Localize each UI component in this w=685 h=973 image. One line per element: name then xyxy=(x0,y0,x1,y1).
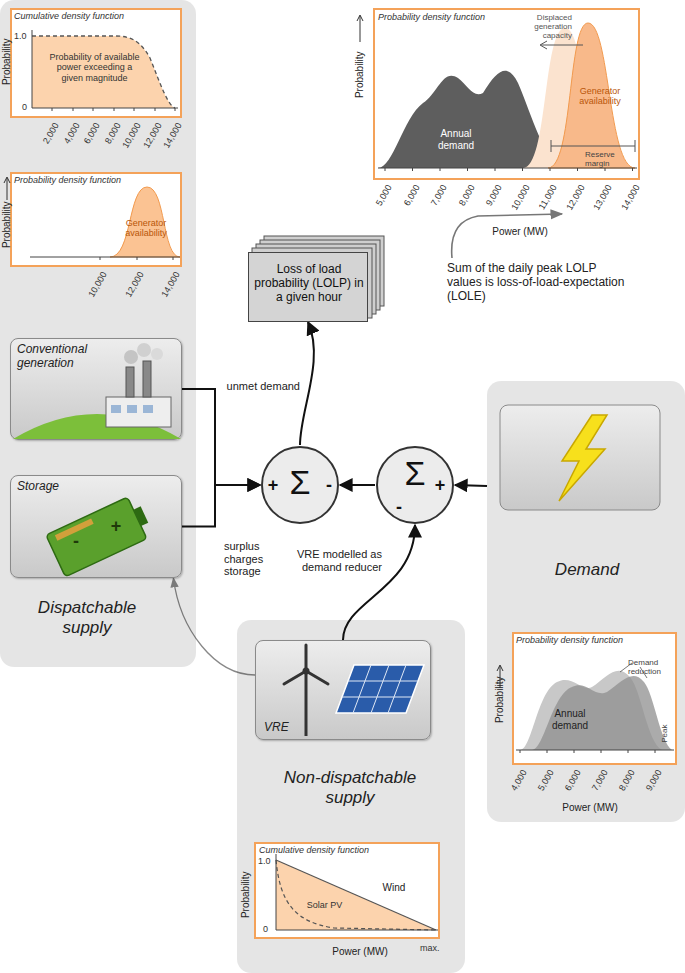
node-text: Σ xyxy=(285,465,315,499)
node-text: 1.0 xyxy=(258,856,274,866)
axis-tick: 12,000 xyxy=(558,183,587,223)
node-text: + xyxy=(433,476,447,494)
node-text: Probability density function xyxy=(14,175,174,185)
group-panel: Non-dispatchable supply VRE Cumulative d… xyxy=(237,620,465,973)
axis-title: Probability xyxy=(354,40,366,110)
node-text: 1.0 xyxy=(14,31,30,41)
node-text: VRE xyxy=(264,721,304,735)
node-text: Generator availability xyxy=(118,218,174,239)
axis-tick: 6,000 xyxy=(554,768,583,808)
axis-tick: 9,000 xyxy=(475,183,504,223)
group-panel: Dispatchable supply Cumulative density f… xyxy=(0,0,196,667)
node-text: 0 xyxy=(263,924,273,934)
node-text: - xyxy=(69,532,83,550)
node-text: Storage xyxy=(17,480,117,494)
axis-tick: 13,000 xyxy=(585,183,614,223)
node-text: Loss of load probability (LOLP) in a giv… xyxy=(253,263,365,304)
result-card: Loss of load probability (LOLP) in a giv… xyxy=(248,252,368,322)
node-text: Σ xyxy=(400,456,430,490)
node-text: + xyxy=(109,517,123,535)
callout-arrow xyxy=(452,214,562,258)
node-text: Wind xyxy=(374,882,414,894)
axis-tick: 14,000 xyxy=(613,183,642,223)
axis-tick: 8,000 xyxy=(448,183,477,223)
chart-frame: Probability density functionDisplaced ge… xyxy=(373,8,640,180)
chart-frame: Probability density functionProbabilityA… xyxy=(512,632,677,765)
edge-label: surplus charges storage xyxy=(222,540,286,578)
component-box: Storage - + xyxy=(10,475,182,578)
axis-tick: 8,000 xyxy=(608,768,637,808)
node-text: Annual demand xyxy=(540,708,600,731)
node-text: Demand reduction xyxy=(628,658,673,676)
node-text: max. xyxy=(420,943,444,953)
node-text: Non-dispatchable supply xyxy=(270,768,430,807)
edge-label: unmet demand xyxy=(222,380,302,393)
node-text: Cumulative density function xyxy=(259,845,429,855)
connector-arrow xyxy=(340,484,375,486)
node-text: Probability of available power exceeding… xyxy=(47,52,142,83)
axis-tick: 11,000 xyxy=(530,183,559,223)
demand-plot xyxy=(512,632,677,765)
axis-title: Probability xyxy=(1,27,13,97)
node-text: Solar PV xyxy=(302,900,347,910)
node-text: Cumulative density function xyxy=(14,11,174,21)
connector-arrow xyxy=(300,322,314,445)
node-text: 0 xyxy=(22,102,32,112)
axis-title: Probability xyxy=(494,670,506,730)
connector-arrow xyxy=(455,485,487,486)
summing-junction: Σ + - xyxy=(260,445,340,525)
node-text: Power (MW) xyxy=(320,946,400,958)
axis-tick: 10,000 xyxy=(80,270,109,310)
node-text: Annual demand xyxy=(428,128,484,151)
node-text: - xyxy=(322,476,336,494)
node-text: - xyxy=(392,498,406,516)
node-text: Probability density function xyxy=(378,12,518,22)
node-text: Conventional generation xyxy=(17,343,117,371)
node-text: Probability density function xyxy=(516,635,674,645)
node-text: Dispatchable supply xyxy=(22,598,152,637)
component-box: VRE xyxy=(255,640,431,740)
axis-title: Probability xyxy=(1,195,13,255)
axis-tick: 7,000 xyxy=(420,183,449,223)
axis-tick: 2,000 xyxy=(32,121,61,161)
callout-note: Sum of the daily peak LOLP values is los… xyxy=(447,262,629,303)
vre-cdf-plot xyxy=(254,842,440,939)
group-panel: Demand Probability density functionProba… xyxy=(487,381,685,822)
node-text: Power (MW) xyxy=(545,802,635,814)
chart-frame: Cumulative density functionProbability1.… xyxy=(254,842,440,939)
axis-tick: 6,000 xyxy=(393,183,422,223)
node-text: Reserve margin xyxy=(585,150,637,168)
axis-title: Peak xyxy=(660,722,669,746)
axis-tick: 4,000 xyxy=(500,768,529,808)
node-text: Generator availability xyxy=(572,86,628,107)
axis-title: Probability xyxy=(240,865,252,925)
component-box: Conventional generation xyxy=(10,338,182,440)
axis-tick: 7,000 xyxy=(581,768,610,808)
axis-tick: 5,000 xyxy=(527,768,556,808)
axis-tick: 10,000 xyxy=(503,183,532,223)
axis-tick: 14,000 xyxy=(153,270,182,310)
chart-frame: Probability density functionProbabilityG… xyxy=(10,172,182,267)
node-text: + xyxy=(266,476,280,494)
node-text: Demand xyxy=(537,560,637,580)
axis-tick: 5,000 xyxy=(365,183,394,223)
axis-tick: 9,000 xyxy=(635,768,664,808)
chart-frame: Cumulative density functionProbability1.… xyxy=(10,8,182,118)
node-text: Displaced generation capacity xyxy=(520,13,572,41)
summing-junction: Σ+ - xyxy=(375,445,455,525)
node-text: Power (MW) xyxy=(480,226,560,238)
axis-tick: 12,000 xyxy=(117,270,146,310)
